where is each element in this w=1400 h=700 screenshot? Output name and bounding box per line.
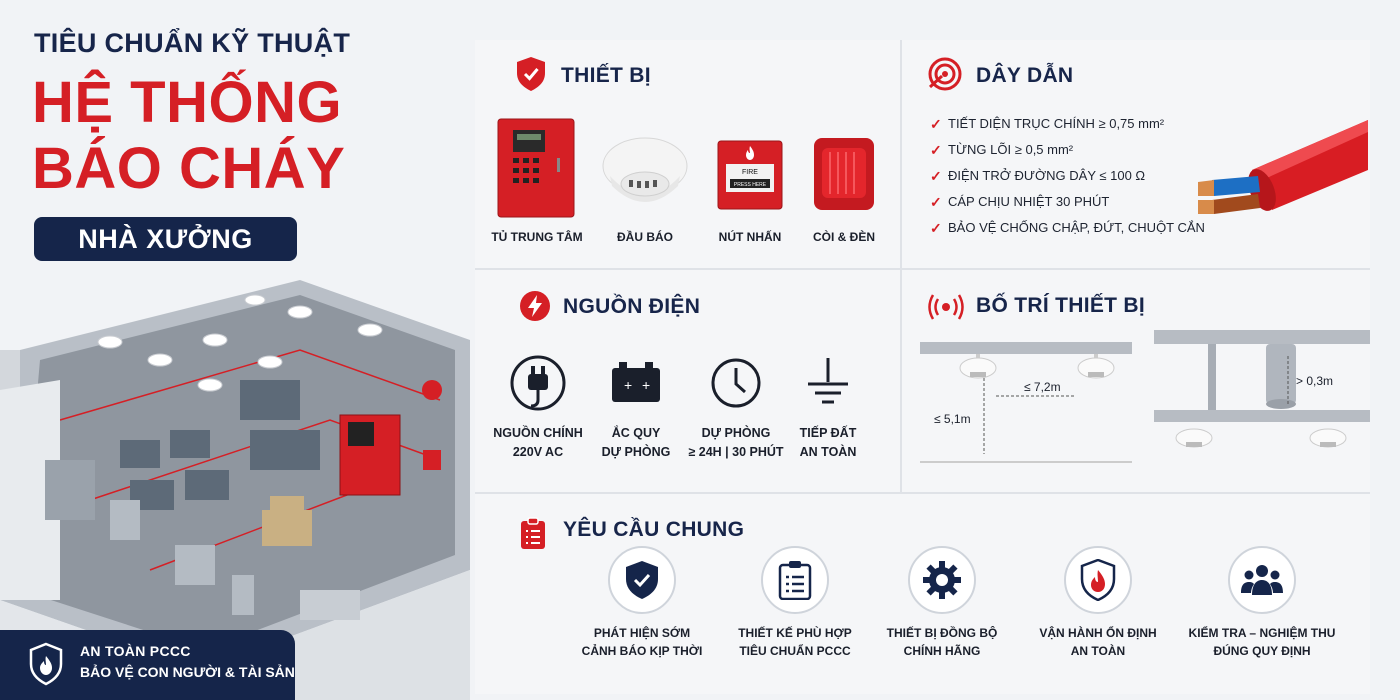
call-point-subtext: PRESS HERE xyxy=(734,182,767,188)
requirement-icon-wrap xyxy=(1064,546,1132,614)
requirement-line1: VẬN HÀNH ỔN ĐỊNH xyxy=(1039,626,1157,640)
spacing-diagram xyxy=(920,342,1132,463)
ground-icon xyxy=(808,358,848,404)
power-label-line1: NGUỒN CHÍNH xyxy=(493,426,583,440)
requirement-icon-wrap xyxy=(1228,546,1296,614)
svg-text:+: + xyxy=(624,377,632,393)
lightning-icon xyxy=(520,291,550,321)
requirement-line1: PHÁT HIỆN SỚM xyxy=(593,626,691,640)
power-label-line2: ≥ 24H | 30 PHÚT xyxy=(688,445,784,459)
power-label-line2: DỰ PHÒNG xyxy=(601,445,671,459)
power-title: NGUỒN ĐIỆN xyxy=(563,295,701,318)
shield-check-icon xyxy=(517,57,545,91)
requirement-label: THIẾT KẾ PHÙ HỢP TIÊU CHUẨN PCCC xyxy=(720,624,870,660)
layout-title: BỐ TRÍ THIẾT BỊ xyxy=(976,294,1145,317)
requirement-line1: THIẾT BỊ ĐỒNG BỘ xyxy=(886,626,998,640)
general-panel: YÊU CẦU CHUNG xyxy=(475,494,1370,694)
power-label-line1: DỰ PHÒNG xyxy=(701,426,771,440)
hero-title-line2: BÁO CHÁY xyxy=(32,136,346,201)
divider xyxy=(900,40,902,492)
requirement-line2: ĐÚNG QUY ĐỊNH xyxy=(1213,644,1311,658)
hero-title: HỆ THỐNG BÁO CHÁY xyxy=(32,70,345,202)
power-label: TIẾP ĐẤT AN TOÀN xyxy=(768,424,888,462)
beam-diagram xyxy=(1154,330,1370,448)
requirement-line2: CHÍNH HÃNG xyxy=(903,644,981,658)
gear-icon xyxy=(923,561,961,599)
requirement-line2: TIÊU CHUẨN PCCC xyxy=(739,644,851,658)
power-label-line2: 220V AC xyxy=(512,445,564,459)
shield-check-icon xyxy=(626,561,658,599)
power-label-line1: ẮC QUY xyxy=(611,426,661,440)
fire-shield-icon xyxy=(29,642,63,686)
fire-shield-icon xyxy=(1080,559,1116,601)
plug-icon xyxy=(510,355,566,411)
device-label: CÒI & ĐÈN xyxy=(812,230,875,244)
wiring-list: TIẾT DIỆN TRỤC CHÍNH ≥ 0,75 mm² TỪNG LÕI… xyxy=(930,114,1205,244)
spacing-dimension: ≤ 7,2m xyxy=(1024,380,1061,394)
svg-text:+: + xyxy=(642,377,650,393)
manual-call-point-icon: FIRE PRESS HERE xyxy=(717,140,783,210)
hero-section: TIÊU CHUẨN KỸ THUẬT HỆ THỐNG BÁO CHÁY NH… xyxy=(0,0,470,700)
requirement-icon-wrap xyxy=(908,546,976,614)
control-panel-icon xyxy=(497,118,575,218)
device-label: NÚT NHẤN xyxy=(718,230,782,244)
badge-line2: BẢO VỆ CON NGƯỜI & TÀI SẢN xyxy=(80,664,295,680)
requirement-label: VẬN HÀNH ỔN ĐỊNH AN TOÀN xyxy=(1023,624,1173,660)
battery-icon: + + xyxy=(612,362,660,402)
layout-panel: BỐ TRÍ THIẾT BỊ ≤ 7,2m ≤ 5,1m > 0,3m xyxy=(902,270,1370,492)
power-label-line2: AN TOÀN xyxy=(799,445,857,459)
divider xyxy=(475,492,1370,494)
requirement-line2: AN TOÀN xyxy=(1070,644,1126,658)
hero-subtitle: TIÊU CHUẨN KỸ THUẬT xyxy=(34,28,351,58)
safety-badge: AN TOÀN PCCC BẢO VỆ CON NGƯỜI & TÀI SẢN xyxy=(0,630,295,700)
requirement-icon-wrap xyxy=(608,546,676,614)
wiring-item: CÁP CHỊU NHIỆT 30 PHÚT xyxy=(930,192,1205,218)
beam-dimension: > 0,3m xyxy=(1296,374,1334,388)
cable-coil-icon xyxy=(928,57,962,91)
wiring-item: BẢO VỆ CHỐNG CHẬP, ĐỨT, CHUỘT CẮN xyxy=(930,218,1205,244)
wiring-title: DÂY DẪN xyxy=(976,64,1074,87)
general-title: YÊU CẦU CHUNG xyxy=(563,518,745,541)
power-label: NGUỒN CHÍNH 220V AC xyxy=(478,424,598,462)
height-dimension: ≤ 5,1m xyxy=(934,412,971,426)
divider xyxy=(475,268,1370,270)
device-label: ĐẦU BÁO xyxy=(617,230,673,244)
power-panel: NGUỒN ĐIỆN + + NGUỒN CHÍNH 220V AC ẮC QUY… xyxy=(475,270,900,492)
call-point-text: FIRE xyxy=(742,169,758,176)
team-icon xyxy=(1241,565,1283,595)
power-label: ẮC QUY DỰ PHÒNG xyxy=(576,424,696,462)
clipboard-icon xyxy=(778,561,812,600)
requirement-label: PHÁT HIỆN SỚM CẢNH BÁO KỊP THỜI xyxy=(567,624,717,660)
signal-icon xyxy=(928,294,964,320)
requirement-icon-wrap xyxy=(761,546,829,614)
wiring-item: TỪNG LÕI ≥ 0,5 mm² xyxy=(930,140,1205,166)
requirement-label: THIẾT BỊ ĐỒNG BỘ CHÍNH HÃNG xyxy=(867,624,1017,660)
requirement-line1: KIỂM TRA – NGHIỆM THU xyxy=(1188,626,1336,640)
requirement-line1: THIẾT KẾ PHÙ HỢP xyxy=(738,626,852,640)
hero-title-line1: HỆ THỐNG xyxy=(32,70,343,135)
badge-line1: AN TOÀN PCCC xyxy=(80,643,191,659)
device-label: TỦ TRUNG TÂM xyxy=(491,230,583,244)
hero-pill: NHÀ XƯỞNG xyxy=(34,217,297,261)
power-label: DỰ PHÒNG ≥ 24H | 30 PHÚT xyxy=(676,424,796,462)
wiring-item: ĐIỆN TRỞ ĐƯỜNG DÂY ≤ 100 Ω xyxy=(930,166,1205,192)
power-label-line1: TIẾP ĐẤT xyxy=(799,426,857,440)
siren-light-icon xyxy=(814,138,874,210)
devices-title: THIẾT BỊ xyxy=(561,64,651,87)
smoke-detector-icon xyxy=(602,137,688,202)
requirement-label: KIỂM TRA – NGHIỆM THU ĐÚNG QUY ĐỊNH xyxy=(1187,624,1337,660)
clipboard-icon xyxy=(521,517,545,549)
wiring-item: TIẾT DIỆN TRỤC CHÍNH ≥ 0,75 mm² xyxy=(930,114,1205,140)
factory-illustration xyxy=(0,280,470,700)
cable-image xyxy=(1198,120,1368,214)
devices-panel: THIẾT BỊ FIRE PRESS HERE TỦ TRUNG TÂM ĐẦ… xyxy=(475,40,900,268)
clock-icon xyxy=(711,358,761,408)
wiring-panel: DÂY DẪN TIẾT DIỆN TRỤC CHÍNH ≥ 0,75 mm² … xyxy=(902,40,1370,268)
requirement-line2: CẢNH BÁO KỊP THỜI xyxy=(581,644,703,658)
